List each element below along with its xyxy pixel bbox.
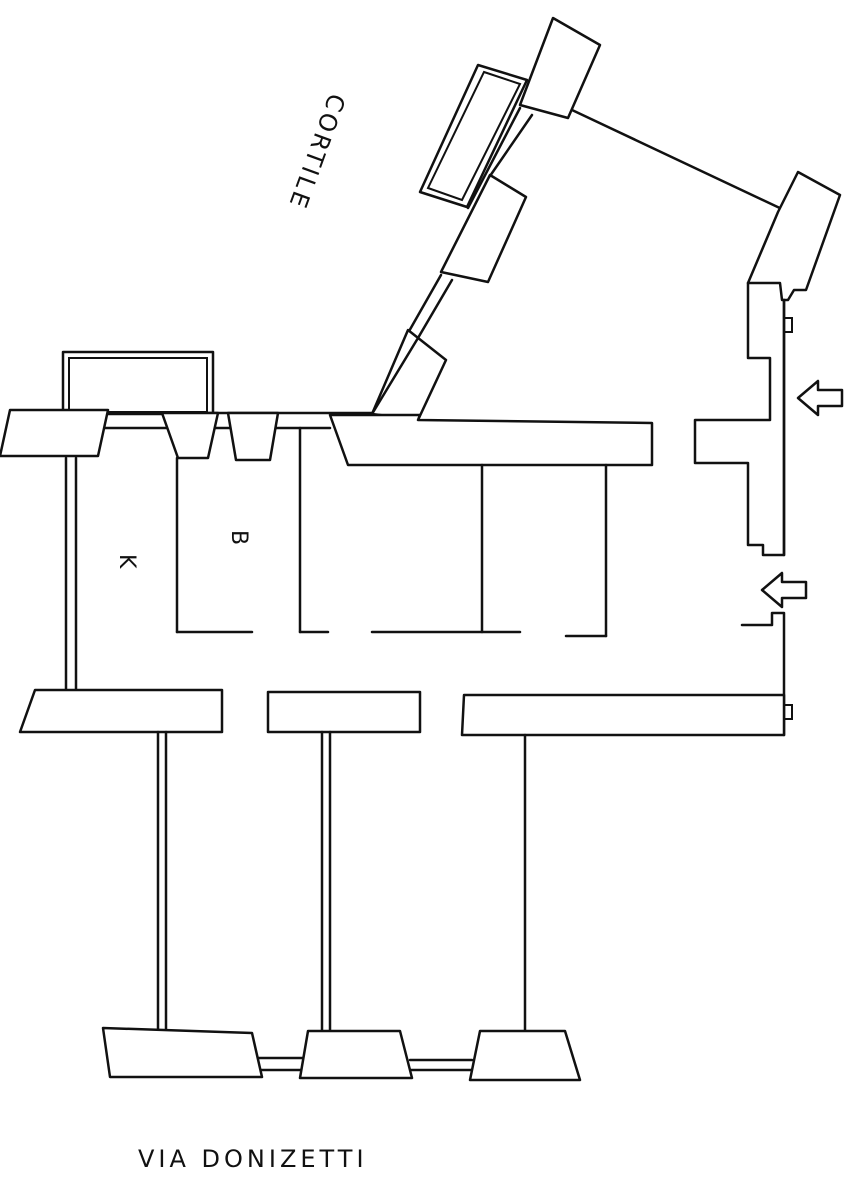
- entrance-arrow-lower: [760, 571, 808, 609]
- east-wall-step-1: [783, 317, 793, 333]
- entrance-arrow-upper: [796, 379, 844, 417]
- wall-diag-2a: [406, 273, 443, 335]
- wall-diag-2b: [416, 278, 454, 340]
- wall-mid-1: [18, 688, 224, 734]
- pillar-s-2: [298, 1029, 414, 1080]
- kitchen-label: K: [114, 554, 139, 569]
- wall-diag-1a: [466, 106, 522, 210]
- wall-north-east: [570, 108, 786, 212]
- pillar-s-3: [468, 1029, 582, 1082]
- wall-mid-3: [460, 693, 786, 737]
- pillar-nw: [0, 408, 110, 458]
- north-wall: [0, 336, 654, 467]
- wall-diag-1b: [488, 113, 534, 178]
- middle-wall: [18, 688, 786, 737]
- wall-n-3-top: [370, 336, 420, 416]
- courtyard-label: CORTILE: [283, 90, 351, 214]
- pillar-n-2: [226, 411, 280, 462]
- street-label: VIA DONIZETTI: [138, 1145, 368, 1173]
- pillar-low: [370, 328, 448, 422]
- east-wall: [693, 281, 793, 737]
- east-wall-upper: [693, 281, 786, 557]
- balcony-top-inner: [426, 70, 522, 202]
- balcony-left: [61, 350, 215, 416]
- east-wall-lower: [740, 611, 786, 737]
- entrance-arrows: [760, 379, 844, 609]
- street-facade: [101, 1026, 582, 1082]
- pillar-top: [518, 16, 602, 120]
- partitions: [64, 426, 608, 694]
- wall-mid-2: [266, 690, 422, 734]
- pillar-mid: [439, 173, 528, 284]
- pillar-n-1: [160, 411, 220, 460]
- balcony-top: [418, 63, 529, 209]
- diagonal-wing: [370, 16, 842, 422]
- pillar-s-1: [101, 1026, 264, 1079]
- south-rooms: [156, 730, 527, 1034]
- pillar-n-3: [328, 413, 654, 467]
- pillar-east-corner: [746, 170, 842, 302]
- bathroom-label: B: [226, 530, 251, 545]
